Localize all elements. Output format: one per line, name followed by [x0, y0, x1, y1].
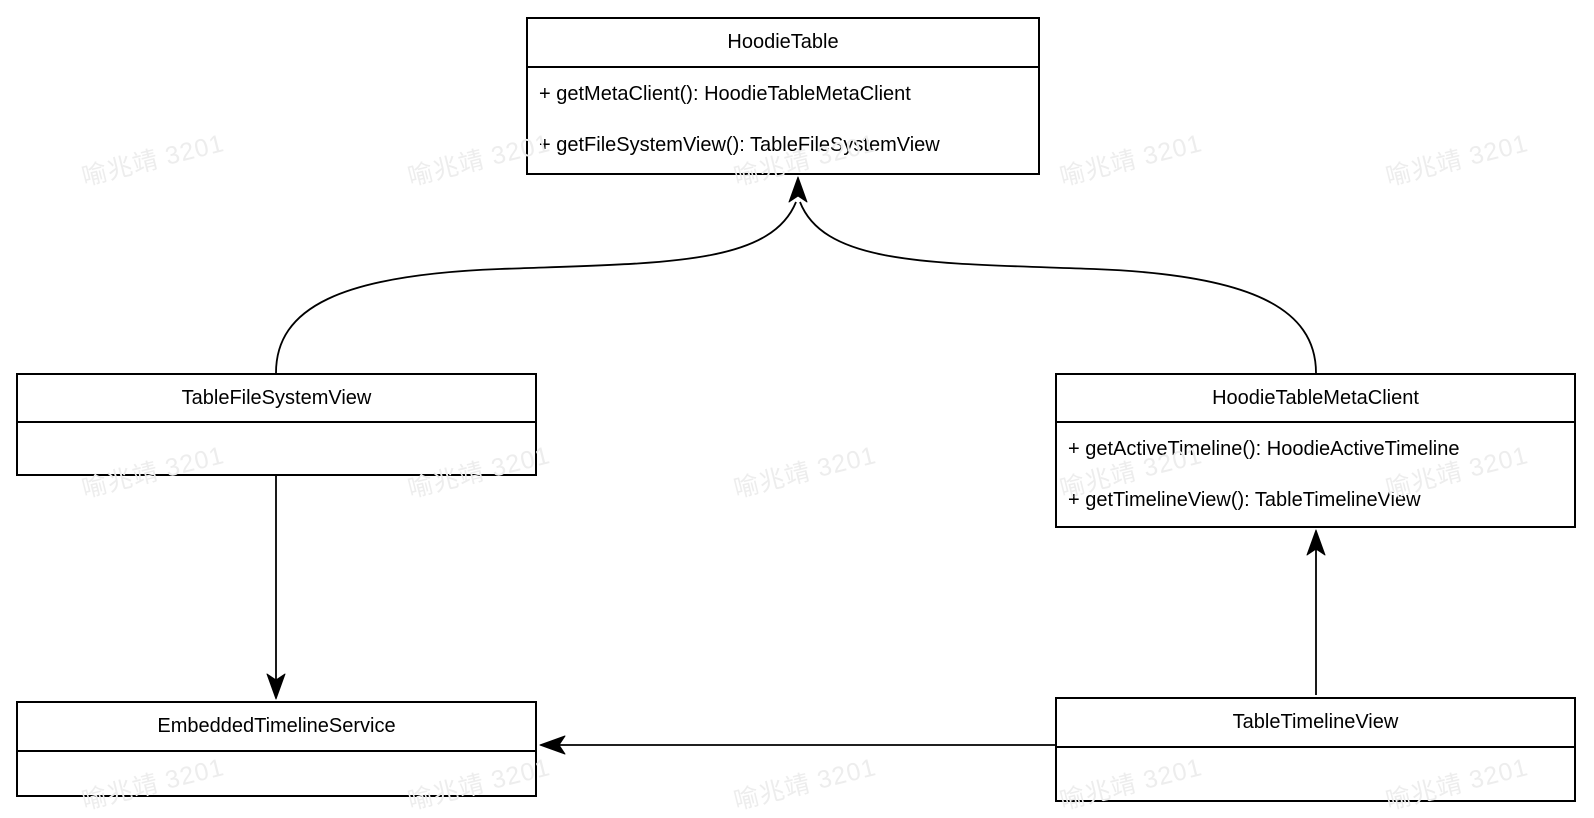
- method-gettimelineview: + getTimelineView(): TableTimelineView: [1068, 489, 1421, 511]
- class-title-tablefilesystemview: TableFileSystemView: [18, 375, 535, 423]
- class-box-hoodietable: HoodieTable + getMetaClient(): HoodieTab…: [526, 17, 1040, 175]
- class-box-tablefilesystemview: TableFileSystemView: [16, 373, 537, 476]
- class-box-embeddedtimelineservice: EmbeddedTimelineService: [16, 701, 537, 797]
- method-getfilesystemview: + getFileSystemView(): TableFileSystemVi…: [539, 134, 940, 156]
- class-methods-tablefilesystemview: [18, 423, 535, 424]
- class-methods-tabletimelineview: [1057, 748, 1574, 749]
- class-title-embeddedtimelineservice: EmbeddedTimelineService: [18, 703, 535, 752]
- class-methods-hoodietable: + getMetaClient(): HoodieTableMetaClient…: [528, 68, 1038, 171]
- class-box-hoodietablemetaclient: HoodieTableMetaClient + getActiveTimelin…: [1055, 373, 1576, 528]
- class-title-hoodietable: HoodieTable: [528, 19, 1038, 68]
- relation-hoodietablemetaclient-to-hoodietable: [799, 201, 1317, 374]
- arrowhead-into-hoodietablemetaclient-bottom: [1306, 529, 1326, 556]
- watermark-text: 喻兆靖 3201: [731, 441, 880, 504]
- method-getmetaclient: + getMetaClient(): HoodieTableMetaClient: [539, 83, 911, 105]
- watermark-text: 喻兆靖 3201: [731, 753, 880, 816]
- class-box-tabletimelineview: TableTimelineView: [1055, 697, 1576, 802]
- arrowhead-into-embeddedtimelineservice-top: [266, 673, 286, 700]
- class-methods-hoodietablemetaclient: + getActiveTimeline(): HoodieActiveTimel…: [1057, 423, 1574, 526]
- class-title-tabletimelineview: TableTimelineView: [1057, 699, 1574, 748]
- watermark-text: 喻兆靖 3201: [1383, 129, 1532, 192]
- class-title-hoodietablemetaclient: HoodieTableMetaClient: [1057, 375, 1574, 423]
- arrowhead-into-embeddedtimelineservice-right: [539, 735, 566, 755]
- watermark-text: 喻兆靖 3201: [79, 129, 228, 192]
- arrowhead-into-hoodietable: [788, 176, 808, 203]
- method-getactivetimeline: + getActiveTimeline(): HoodieActiveTimel…: [1068, 438, 1460, 460]
- class-methods-embeddedtimelineservice: [18, 752, 535, 753]
- watermark-text: 喻兆靖 3201: [1057, 129, 1206, 192]
- relation-tablefilesystemview-to-hoodietable: [275, 201, 797, 374]
